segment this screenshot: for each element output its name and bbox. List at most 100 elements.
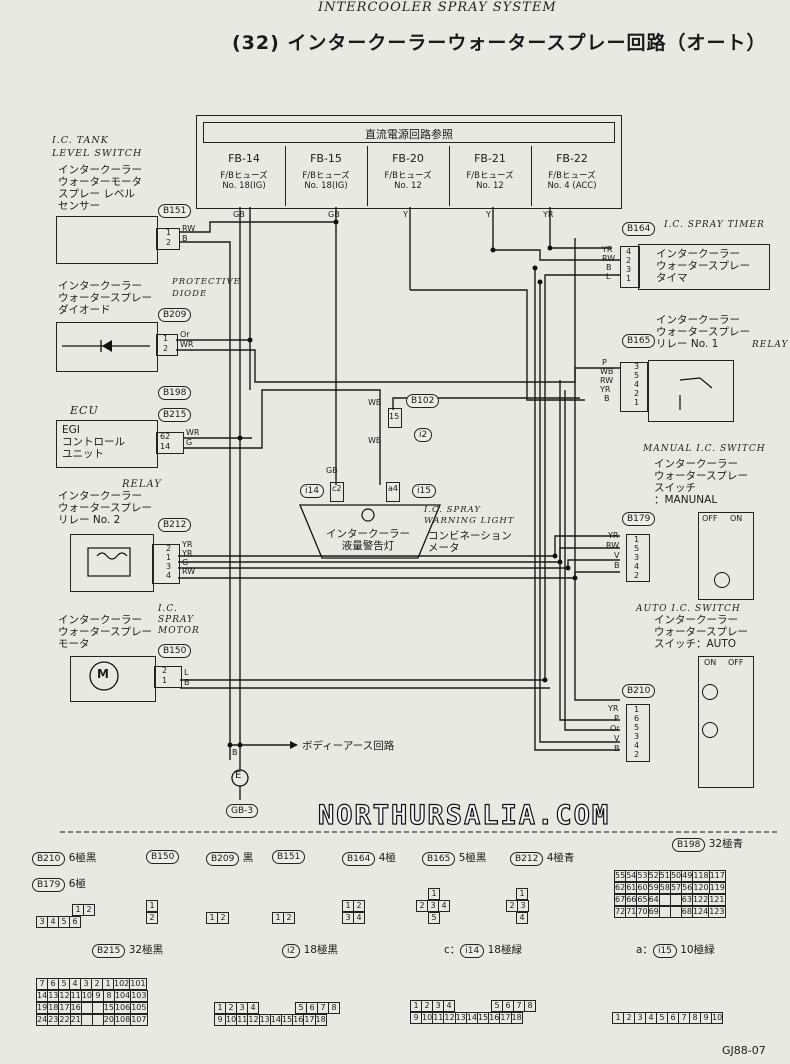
connector: [330, 482, 344, 502]
auto-switch-box: [698, 656, 754, 788]
note-relay2: RELAY: [122, 479, 162, 490]
conn-badge: B198: [158, 386, 192, 400]
watermark: NORTHURSALIA.COM: [317, 799, 611, 831]
manual-switch-label: インタークーラー ウォータースプレー スイッチ ：MANUNAL: [654, 458, 748, 506]
ecu-label: EGI コントロール ユニット: [62, 424, 125, 460]
conn-badge: B151: [158, 204, 192, 218]
switch-state-off: OFF: [728, 658, 744, 667]
relay2-label: インタークーラー ウォータースプレー リレー No. 2: [58, 490, 152, 526]
wire-label: YR: [543, 210, 554, 219]
legend-item: B164 4極: [342, 850, 396, 866]
note-warning: I.C. SPRAY WARNING LIGHT: [424, 505, 515, 526]
connector: [626, 704, 650, 762]
connector: [156, 228, 180, 250]
legend-item: B215 32極黒: [92, 942, 163, 958]
wire-label: Y: [403, 210, 408, 219]
wire-label: GB: [328, 210, 340, 219]
connector: [152, 544, 180, 584]
conn-badge: B209: [158, 308, 192, 322]
note-motor: I.C. SPRAY MOTOR: [158, 604, 200, 636]
conn-badge: B164: [622, 222, 656, 236]
legend-item: a：i15 10極緑: [636, 944, 715, 958]
ground-id: GB-3: [226, 804, 259, 818]
connector: [154, 666, 182, 688]
warn-light-label: インタークーラー 液量警告灯: [326, 528, 410, 552]
combi-meter-label: コンビネーション メータ: [428, 530, 512, 554]
connector-face-2pin: 1 2: [146, 900, 158, 924]
legend-item: B209 黒: [206, 850, 253, 866]
conn-badge: B210: [622, 684, 656, 698]
legend-item: B151: [272, 850, 306, 864]
legend-item: c：i14 18極緑: [444, 944, 522, 958]
conn-badge: B150: [158, 644, 192, 658]
connector: [620, 246, 640, 288]
conn-badge: B102: [406, 394, 440, 408]
switch-state-on: ON: [704, 658, 717, 667]
switch-state-on: ON: [730, 514, 743, 523]
conn-badge: B212: [158, 518, 192, 532]
handwritten-title: INTERCOOLER SPRAY SYSTEM: [318, 0, 557, 15]
wire-label: Y: [486, 210, 491, 219]
manual-switch-box: [698, 512, 754, 600]
note-ecu: ECU: [70, 404, 99, 417]
motor-label: インタークーラー ウォータースプレー モータ: [58, 614, 152, 650]
relay1-box: [648, 360, 734, 422]
legend-item: B198 32極青: [672, 836, 743, 852]
ground-label: ボディーアース回路: [302, 740, 395, 752]
legend-item: i2 18極黒: [282, 942, 338, 958]
note-manual: MANUAL I.C. SWITCH: [643, 444, 766, 454]
switch-state-off: OFF: [702, 514, 718, 523]
fuse-header: 直流電源回路参照: [365, 128, 453, 141]
connector: [626, 534, 650, 582]
note-relay1: RELAY: [752, 340, 789, 350]
legend-item: B212 4極青: [510, 850, 574, 866]
level-sensor-label: インタークーラー ウォーターモータ スプレー レベル センサー: [58, 164, 142, 212]
conn-badge: B179: [622, 512, 656, 526]
legend-item: B150: [146, 850, 180, 864]
note-ic-tank: I.C. TANK LEVEL SWITCH: [52, 135, 143, 159]
switch-knob-icon: [714, 572, 730, 588]
diode-box: [56, 322, 158, 372]
connector: [620, 362, 648, 412]
conn-badge: B215: [158, 408, 192, 422]
relay2-box: [70, 534, 154, 592]
motor-icon: M: [97, 667, 109, 681]
page-code: GJ88-07: [722, 1044, 766, 1057]
connector: [156, 334, 178, 356]
conn-badge: i14: [300, 484, 324, 498]
note-auto: AUTO I.C. SWITCH: [636, 604, 741, 614]
diode-label: インタークーラー ウォータースプレー ダイオード: [58, 280, 152, 316]
switch-knob-icon: [702, 722, 718, 738]
connector: [386, 482, 400, 502]
connector: [388, 408, 402, 428]
auto-switch-label: インタークーラー ウォータースプレー スイッチ：AUTO: [654, 614, 748, 650]
motor-box: [70, 656, 156, 702]
conn-badge: i15: [412, 484, 436, 498]
ecu-box: [56, 420, 158, 468]
legend-item: B210 6極黒: [32, 850, 96, 866]
page-title: (32) インタークーラーウォータースプレー回路（オート）: [232, 32, 767, 54]
junction-dots: [227, 219, 578, 748]
relay1-label: インタークーラー ウォータースプレー リレー No. 1: [656, 314, 750, 350]
wire-label: GB: [233, 210, 245, 219]
note-timer: I.C. SPRAY TIMER: [664, 220, 765, 230]
legend-item: B179 6極: [32, 876, 86, 892]
connector: [156, 432, 184, 454]
note-protective: PROTECTIVE DIODE: [172, 277, 241, 299]
